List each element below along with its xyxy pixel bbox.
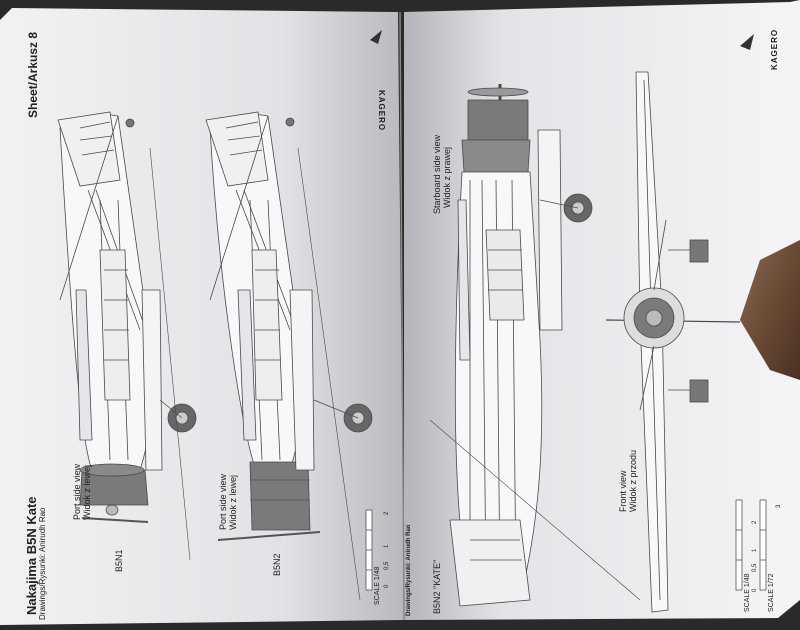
wooden-block [740, 240, 800, 380]
left-scale-bar [365, 509, 373, 591]
right-scale-label-2: SCALE 1/72 [768, 573, 775, 612]
view-label-1-pl: Widok z lewej [82, 464, 92, 520]
right-logo-icon [740, 34, 754, 50]
starboard-label-en: Starboard side view [432, 134, 442, 214]
right-scale-tick-1: 0,5 [752, 563, 758, 572]
view-label-1-en: Port side view [72, 463, 82, 520]
left-scale-tick-0: 0 [384, 584, 390, 588]
right-scale-tick-2: 1 [752, 548, 758, 552]
right-variant-label: B5N2 "KATE" [432, 559, 442, 614]
right-scale-tick-4: 3 [776, 504, 782, 508]
left-scale-tick-2: 1 [384, 544, 390, 548]
left-scale-tick-1: 0,5 [384, 561, 390, 570]
right-scale-tick-0: 0 [752, 588, 758, 592]
variant-1-label: B5N1 [114, 549, 124, 572]
front-label-en: Front view [618, 470, 628, 512]
right-credit: Drawings/Rysunki: Anirudh Rao [406, 524, 412, 616]
view-label-2-en: Port side view [218, 473, 228, 530]
left-logo-text: KAGERO [377, 90, 386, 132]
view-label-2-pl: Widok z lewej [228, 474, 238, 530]
aircraft-b5n1-side-view [57, 111, 197, 561]
right-scale-bars [735, 499, 767, 591]
aircraft-front-view [605, 71, 741, 613]
sheet-label: Sheet/Arkusz 8 [26, 31, 40, 118]
left-logo-icon [370, 30, 382, 44]
aircraft-starboard-side-view [429, 84, 641, 607]
variant-2-label: B5N2 [272, 553, 282, 576]
left-page [0, 8, 404, 625]
aircraft-b5n2-side-view [205, 111, 373, 601]
page-subtitle: Drawings/Rysunki: Anirudh Rao [38, 507, 47, 621]
front-label-pl: Widok z przodu [628, 449, 638, 512]
right-scale-label-1: SCALE 1/48 [744, 573, 751, 612]
left-scale-tick-3: 2 [384, 511, 390, 515]
starboard-label-pl: Widok z prawej [442, 146, 452, 208]
page-title: Nakajima B5N Kate [24, 496, 39, 616]
right-logo-text: KAGERO [770, 28, 779, 70]
left-scale-label: SCALE 1/48 [374, 566, 381, 605]
right-scale-tick-3: 2 [752, 520, 758, 524]
